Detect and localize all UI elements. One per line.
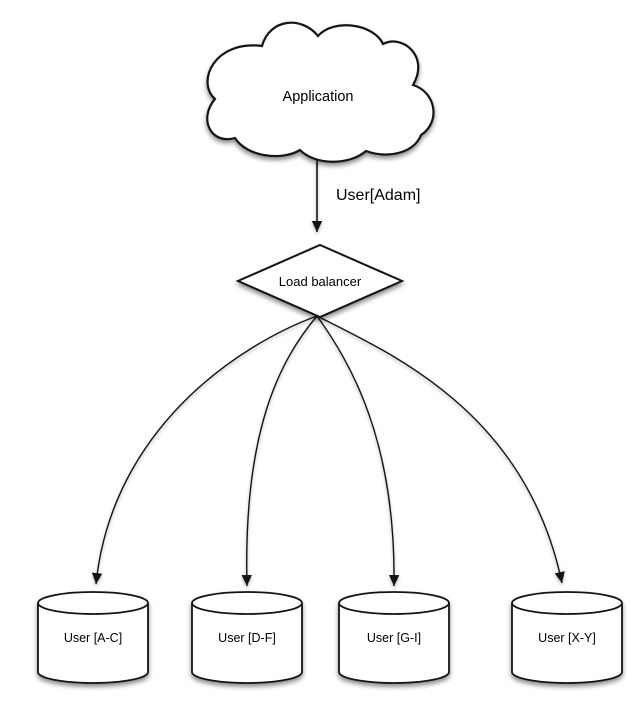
load-balancer-diamond-shape xyxy=(235,243,405,319)
shard-cylinder-d-f-top xyxy=(191,591,303,615)
load-balancer-label: Load balancer xyxy=(279,274,362,289)
shard-cylinder-a-c-body xyxy=(37,603,149,684)
shard-node-g-i xyxy=(338,591,450,684)
shard-cylinder-g-i-top xyxy=(338,591,450,615)
load-balancer-node xyxy=(235,243,405,319)
lb-to-shard-x-y-arrow xyxy=(316,315,565,584)
application-cloud-shape xyxy=(206,21,435,163)
app-to-lb-edge-label: User[Adam] xyxy=(336,187,420,204)
shard-node-a-c xyxy=(37,591,149,684)
lb-to-shard-g-i-arrow xyxy=(316,315,400,587)
lb-to-shard-a-c-arrow xyxy=(91,315,318,585)
shard-node-x-y xyxy=(511,591,623,684)
shard-d-f-label: User [D-F] xyxy=(218,631,276,645)
shard-a-c-label: User [A-C] xyxy=(64,631,122,645)
shard-node-d-f xyxy=(191,591,303,684)
shard-x-y-label: User [X-Y] xyxy=(538,631,596,645)
shard-cylinder-g-i-body xyxy=(338,603,450,684)
shard-cylinder-a-c-top xyxy=(37,591,149,615)
application-label: Application xyxy=(283,89,354,105)
shard-cylinder-d-f-body xyxy=(191,603,303,684)
edge-layer xyxy=(91,160,565,587)
shard-g-i-label: User [G-I] xyxy=(367,631,421,645)
lb-to-shard-d-f-arrow xyxy=(241,315,318,587)
shard-cylinder-x-y-top xyxy=(511,591,623,615)
application-node xyxy=(206,21,435,163)
shard-cylinder-x-y-body xyxy=(511,603,623,684)
